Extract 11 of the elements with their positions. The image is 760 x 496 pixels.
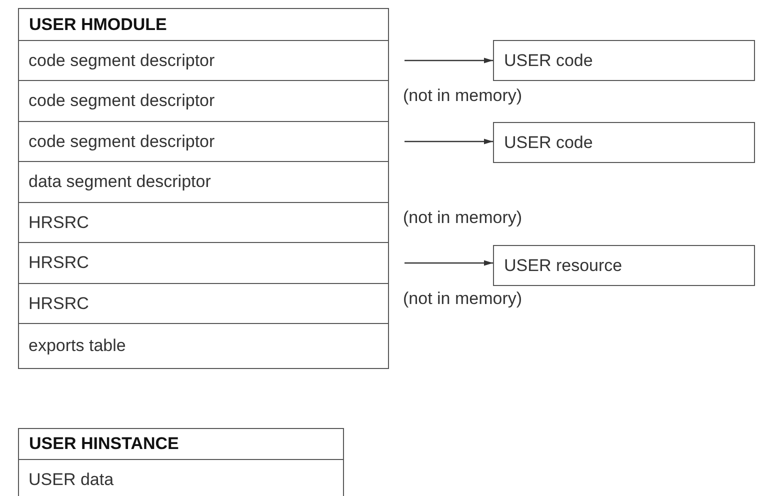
module-table bbox=[18, 8, 389, 369]
note-text: (not in memory) bbox=[403, 208, 522, 228]
memory-block: USER code bbox=[493, 122, 755, 163]
note-text: (not in memory) bbox=[403, 86, 522, 106]
memory-block: USER code bbox=[493, 40, 755, 81]
note-text: (not in memory) bbox=[403, 288, 522, 308]
arrow bbox=[404, 260, 493, 266]
memory-block: USER resource bbox=[493, 245, 755, 286]
instance-table bbox=[18, 428, 344, 496]
arrow bbox=[404, 58, 493, 64]
arrow bbox=[404, 138, 493, 144]
